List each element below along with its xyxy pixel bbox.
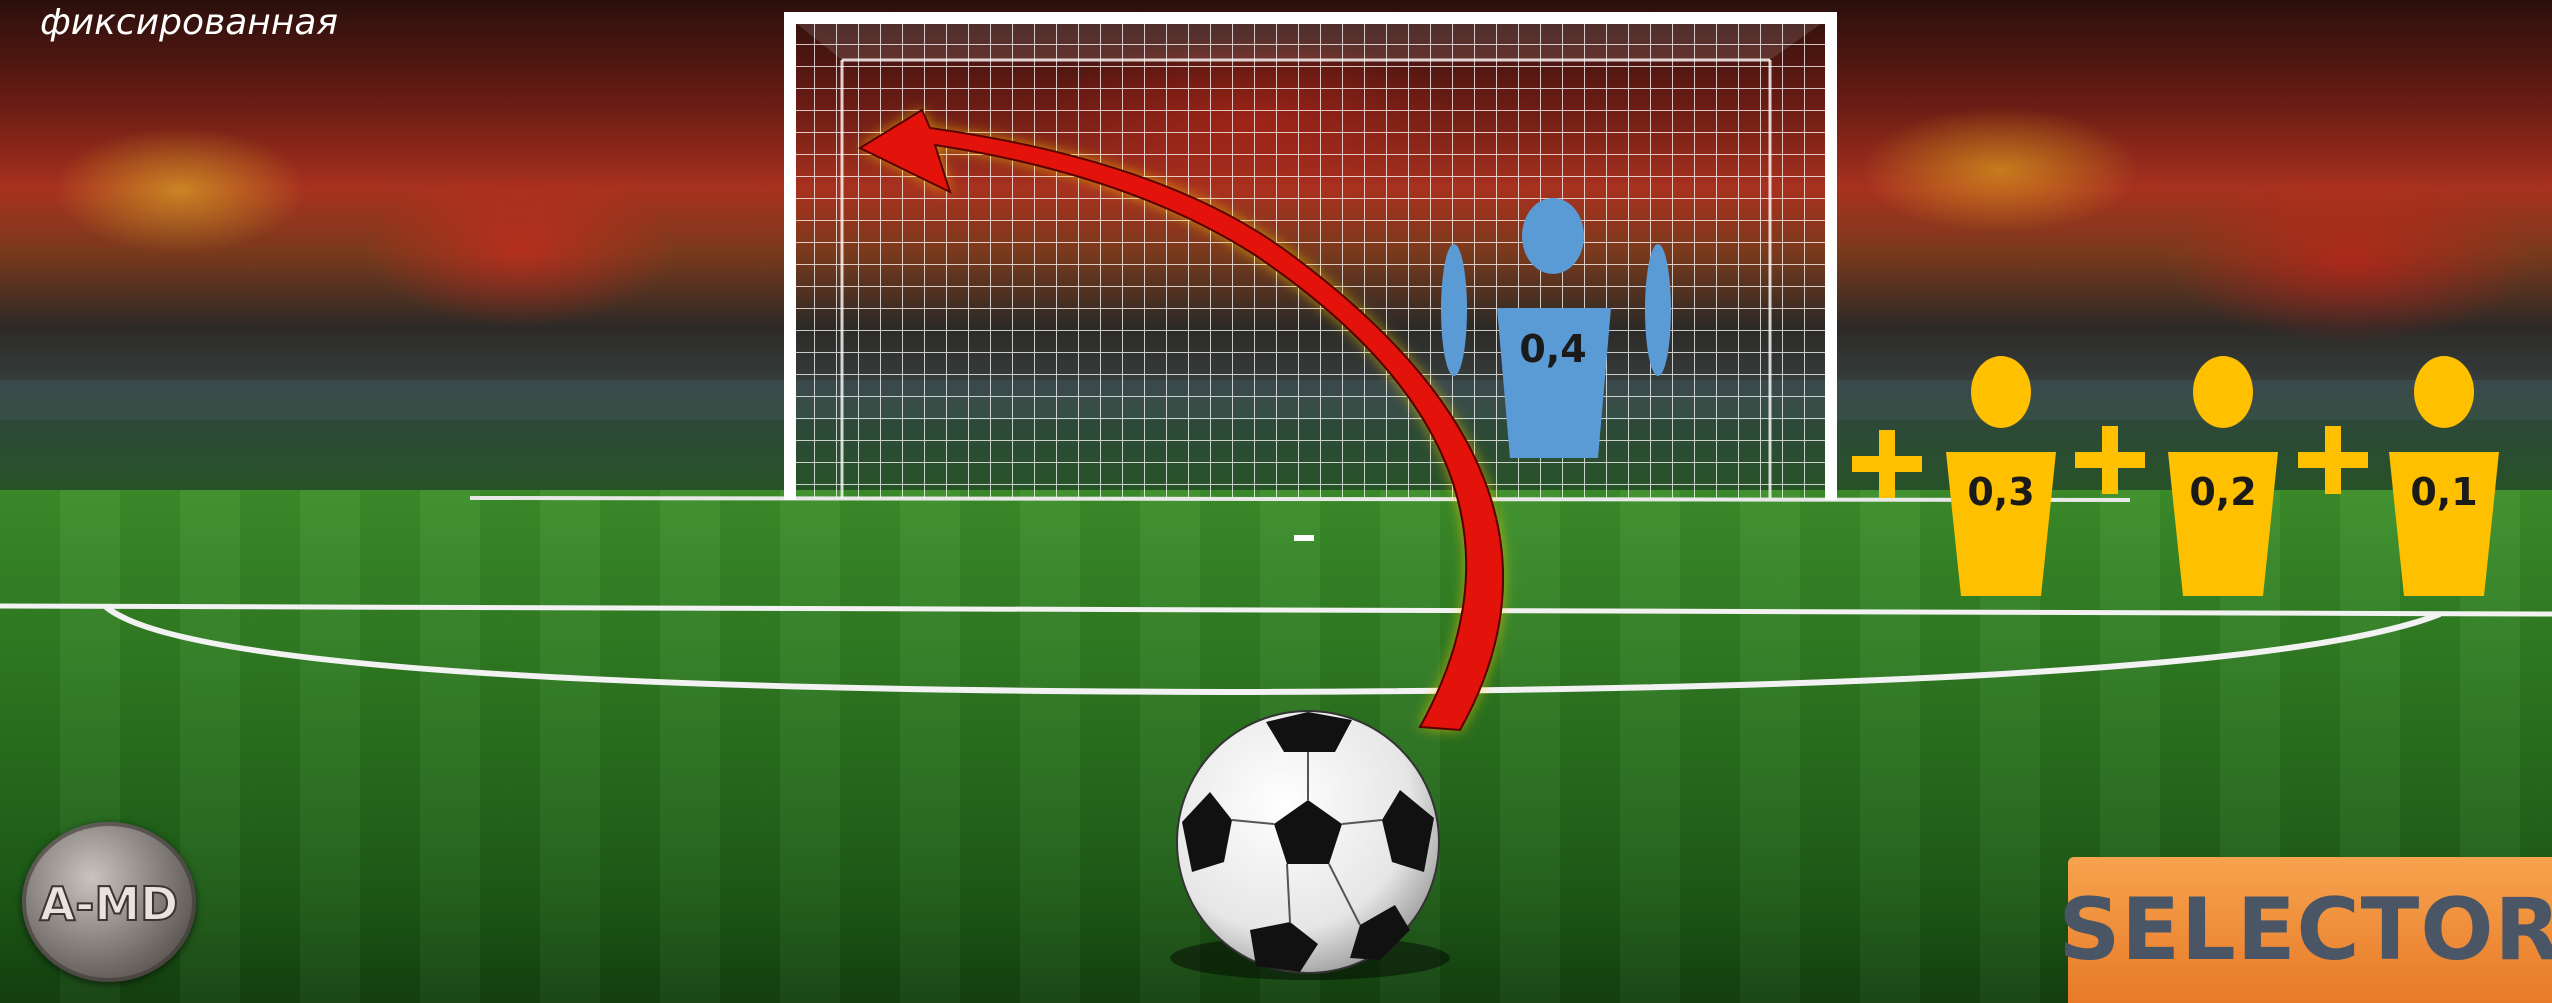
selector-label: SELECTOR (2058, 880, 2552, 980)
plus-icon-2 (2075, 426, 2145, 494)
caption-text: фиксированная (40, 2, 338, 43)
plus-icon-1 (1852, 430, 1922, 498)
svg-text:A-MD: A-MD (40, 877, 179, 931)
logo-mark: A-MD (22, 822, 196, 982)
goalkeeper-value: 0,4 (1519, 327, 1586, 371)
defender-value-1: 0,3 (1967, 470, 2034, 514)
selector-button[interactable]: SELECTOR (2068, 857, 2552, 1003)
defender-value-2: 0,2 (2189, 470, 2256, 514)
soccer-ball (1170, 711, 1450, 980)
plus-icon-3 (2298, 426, 2368, 494)
logo-emblem: A-MD (22, 822, 196, 982)
goal-net (787, 16, 1832, 498)
pitch-lines (0, 498, 2552, 692)
defender-value-3: 0,1 (2410, 470, 2477, 514)
